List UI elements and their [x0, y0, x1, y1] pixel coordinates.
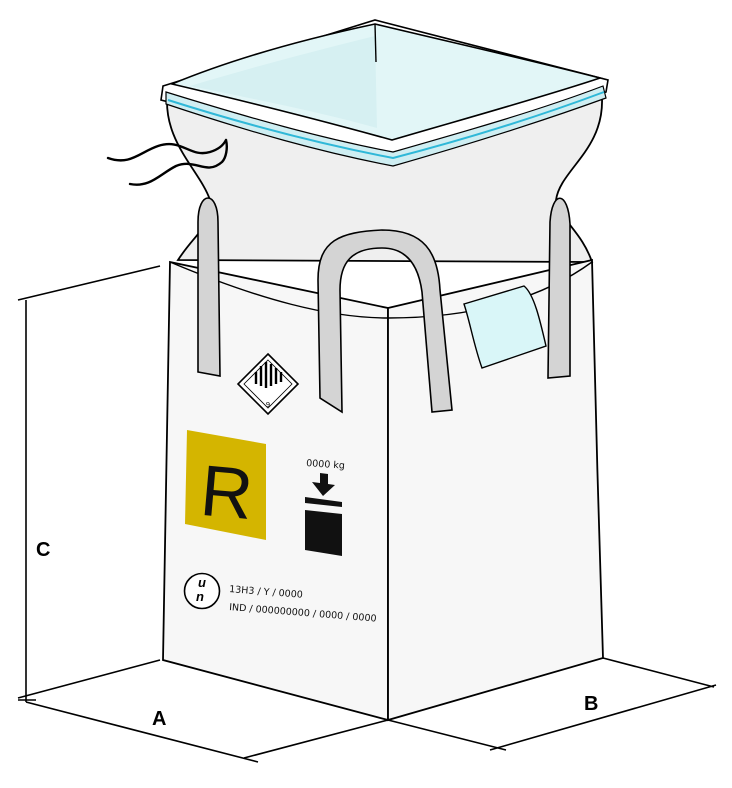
bag-top-seam [169, 261, 593, 319]
dimension-c-label: C [36, 539, 50, 561]
lifting-loop-right [547, 197, 571, 379]
liner-blue-line [167, 91, 605, 160]
document-pocket [463, 285, 547, 369]
un-symbol-circle [183, 572, 221, 610]
hazard-class-number: 9 [266, 401, 270, 409]
r-mark-text: R [197, 451, 256, 535]
liner-opening [169, 23, 603, 141]
down-arrow-icon [312, 473, 335, 496]
hazard-class-9-label: 9 [236, 352, 300, 416]
hazard-stripes-icon [254, 362, 283, 388]
lifting-loop-front [317, 229, 453, 414]
dimension-a [17, 659, 389, 763]
dimension-b-label: B [584, 693, 598, 715]
load-weight-text: 0000 kg [306, 458, 345, 472]
dimension-c [17, 265, 161, 702]
un-symbol-top: u [198, 575, 206, 590]
load-weight-mark: 0000 kg [305, 458, 345, 556]
liner-inner-corner [374, 23, 377, 63]
dimension-a-label: A [152, 708, 166, 730]
weight-block-icon [305, 497, 342, 556]
liner-inner-shade [190, 36, 377, 128]
dimension-b [387, 657, 717, 751]
r-mark-label: R [185, 430, 266, 540]
un-symbol-bottom: n [196, 589, 204, 604]
tie-string [106, 138, 228, 186]
lifting-loop-left [197, 197, 221, 377]
